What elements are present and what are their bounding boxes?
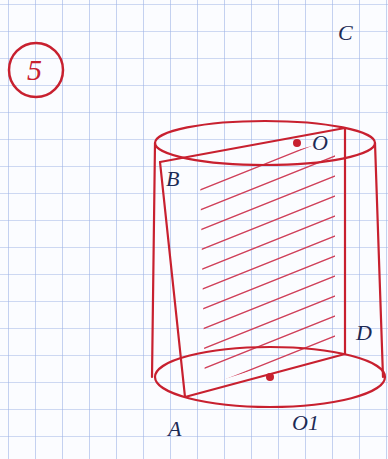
point-label: B [166, 168, 179, 190]
problem-number: 5 [27, 55, 42, 85]
point-label: D [356, 322, 372, 344]
center-label: O [312, 132, 328, 154]
point-label: A [168, 418, 181, 440]
center-label: O1 [292, 412, 319, 434]
point-label: C [338, 22, 353, 44]
